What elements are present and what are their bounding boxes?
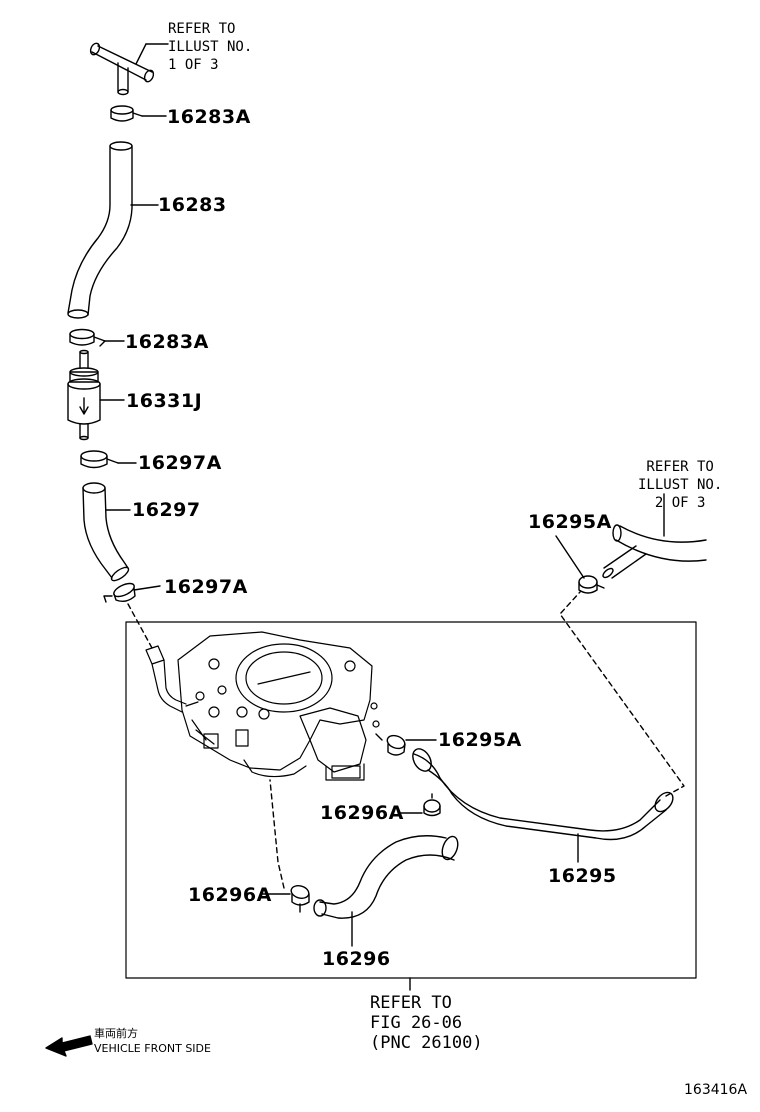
direction-english: VEHICLE FRONT SIDE [94,1042,211,1055]
label-16295: 16295 [548,865,617,887]
label-16295a-mid: 16295A [438,729,522,751]
refer-top-line-2: ILLUST NO. [168,39,253,55]
label-16297a-bottom: 16297A [164,576,248,598]
refer-note-right: REFER TO ILLUST NO. 2 OF 3 [638,458,722,512]
clip-16283a-top [110,105,143,122]
refer-top-line-3: 1 OF 3 [168,57,219,73]
refer-note-top: REFER TO ILLUST NO. 1 OF 3 [168,20,252,74]
hose-16297 [82,482,130,582]
clip-16296a-upper [423,793,441,817]
clip-16296a-lower [290,885,310,913]
refer-note-figure: REFER TO FIG 26-06 (PNC 26100) [370,993,483,1053]
label-16283: 16283 [158,194,227,216]
hose-16283 [67,141,133,319]
clip-16297a-bottom [103,582,136,603]
label-16296a-upper: 16296A [320,802,404,824]
label-16297: 16297 [132,499,201,521]
filter-16331j [67,349,101,441]
assembly-frame [125,621,697,979]
t-pipe-right [602,524,707,579]
label-16283a-bottom: 16283A [125,331,209,353]
figure-number: 163416A [684,1082,748,1098]
label-16331j: 16331J [126,390,203,412]
direction-japanese: 車両前方 [94,1027,138,1040]
throttle-body [145,631,380,781]
label-16297a-top: 16297A [138,452,222,474]
clip-16283a-bottom [69,328,106,347]
hose-16296 [313,835,459,919]
refer-fig-line-1: REFER TO [370,993,452,1013]
label-16296: 16296 [322,948,391,970]
label-16283a-top: 16283A [167,106,251,128]
front-direction-arrow [45,1035,93,1057]
t-pipe-top [89,42,155,96]
clip-16295a-mid [375,733,406,756]
label-16295a-right: 16295A [528,511,612,533]
refer-fig-line-2: FIG 26-06 [370,1013,463,1033]
refer-right-line-1: REFER TO [646,459,714,475]
hose-16295 [412,748,674,841]
refer-fig-line-3: (PNC 26100) [370,1033,483,1053]
refer-right-line-3: 2 OF 3 [654,495,706,511]
refer-right-line-2: ILLUST NO. [638,477,723,493]
clip-16295a-right [578,575,605,594]
clip-16297a-top [80,450,119,469]
refer-top-line-1: REFER TO [168,21,236,37]
label-16296a-lower: 16296A [188,884,272,906]
